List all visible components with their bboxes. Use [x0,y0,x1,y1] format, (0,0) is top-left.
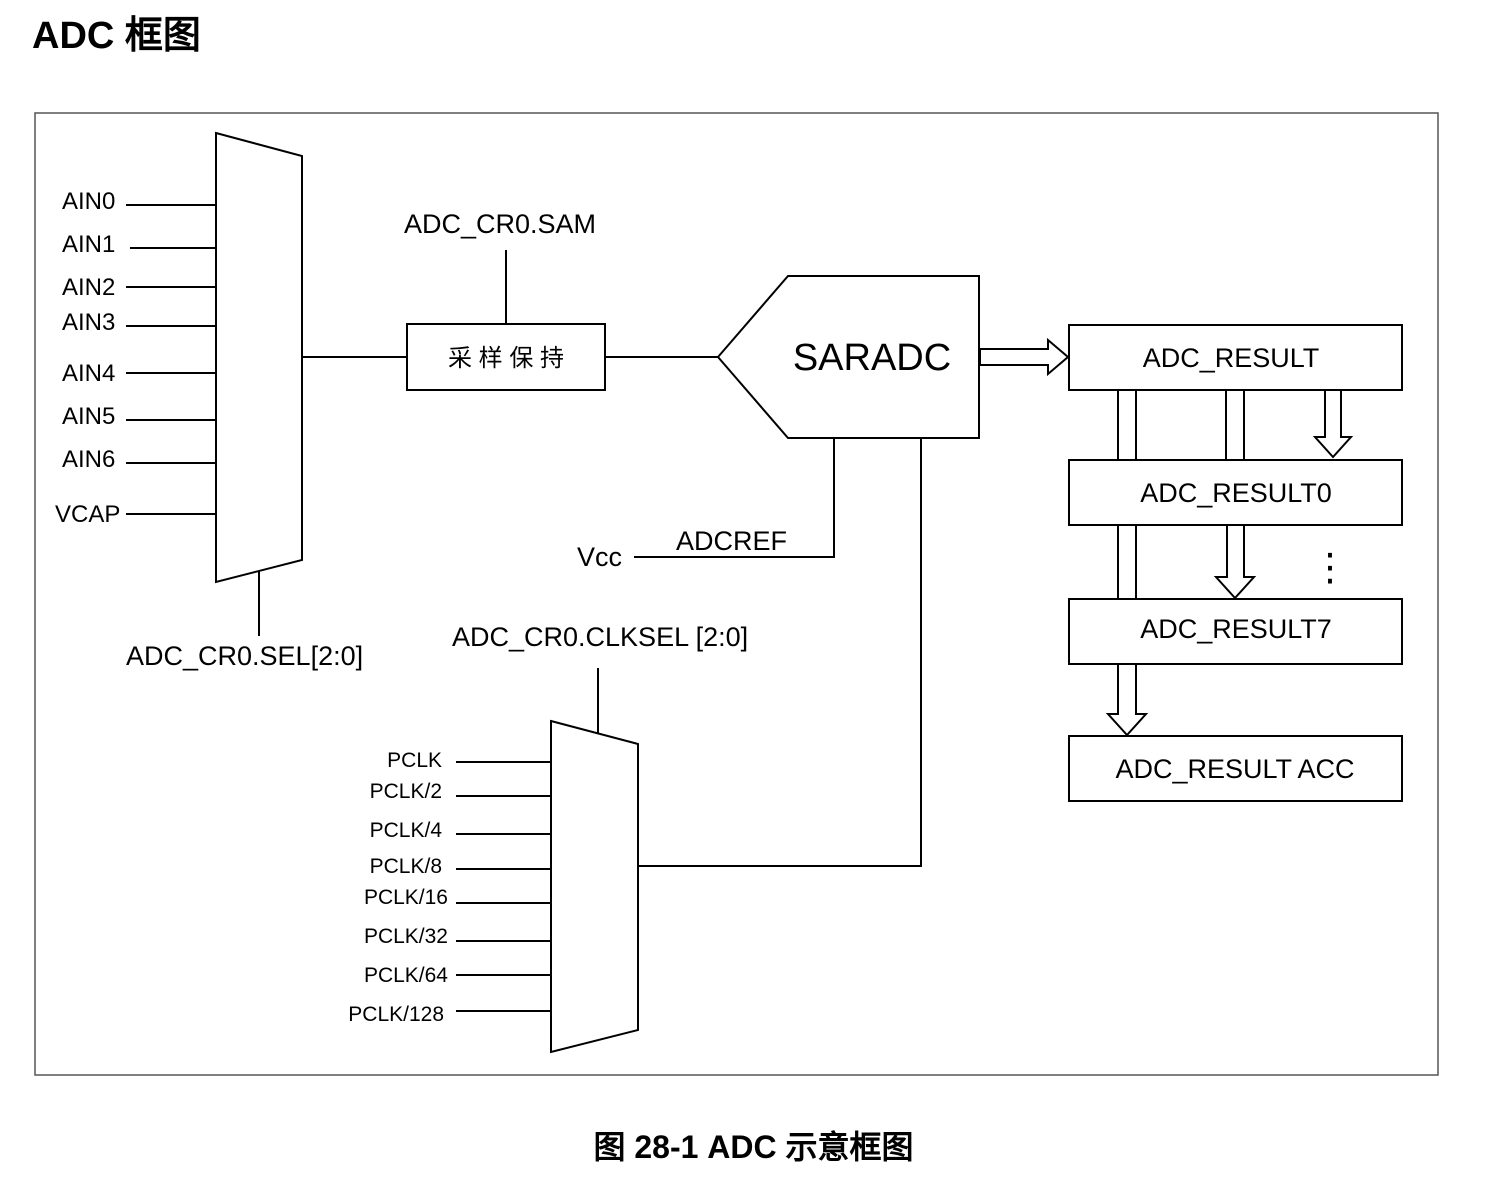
clock-mux [550,719,639,1054]
sample-hold-label: 采 样 保 持 [448,345,564,372]
clock-label-pclk-div4: PCLK/4 [370,819,443,842]
input-label-ain0: AIN0 [62,188,115,215]
adc-result-acc-box [1068,735,1403,802]
result-bus-middle [1225,389,1245,461]
clock-to-saradc-wire [638,438,922,867]
input-label-ain2: AIN2 [62,274,115,301]
input-mux-inputs: AIN0 AIN1 AIN2 AIN3 AIN4 AIN5 AIN6 VCAP [55,188,216,528]
input-mux [215,131,303,584]
result0-to-result7-arrow [1213,524,1257,600]
reference-label: ADCREF [676,526,787,556]
clock-label-pclk-div16: PCLK/16 [364,886,448,909]
input-label-ain4: AIN4 [62,360,115,387]
adc-result0-box [1068,459,1403,526]
adc-result-label: ADC_RESULT [1143,343,1320,373]
input-label-ain1: AIN1 [62,231,115,258]
clock-label-pclk-div128: PCLK/128 [348,1003,444,1026]
adc-result7-label: ADC_RESULT7 [1140,614,1332,644]
diagram-frame [34,112,1439,1076]
adc-result7-box [1068,598,1403,665]
clock-label-pclk-div32: PCLK/32 [364,925,448,948]
result-to-result0-arrow [1312,389,1354,459]
adcref-wire [634,438,835,558]
saradc-label: SARADC [793,337,951,379]
clock-label-pclk: PCLK [387,749,442,772]
input-label-ain5: AIN5 [62,403,115,430]
clock-mux-select-label: ADC_CR0.CLKSEL [2:0] [452,622,748,652]
clock-label-pclk-div64: PCLK/64 [364,964,448,987]
sample-hold-control-label: ADC_CR0.SAM [404,209,596,239]
saradc-to-result-arrow [979,337,1070,377]
clock-label-pclk-div2: PCLK/2 [370,780,442,803]
clock-mux-inputs: PCLK PCLK/2 PCLK/4 PCLK/8 PCLK/16 PCLK/3… [348,749,551,1026]
reference-supply-label: Vcc [577,542,622,572]
input-label-ain3: AIN3 [62,309,115,336]
input-label-vcap: VCAP [55,501,120,528]
input-label-ain6: AIN6 [62,446,115,473]
adc-result-box [1068,324,1403,391]
figure-caption: 图 28-1 ADC 示意框图 [593,1129,914,1165]
page-title: ADC 框图 [32,15,201,57]
result7-to-acc-arrow [1105,663,1149,737]
result0-bus-left [1117,524,1137,600]
result-bus-left [1117,389,1137,461]
adc-result0-label: ADC_RESULT0 [1140,478,1332,508]
input-mux-select-label: ADC_CR0.SEL[2:0] [126,641,363,671]
adc-result-acc-label: ADC_RESULT ACC [1115,754,1354,784]
sample-hold-box [406,323,606,391]
clock-label-pclk-div8: PCLK/8 [370,855,442,878]
result-ellipsis: ⋮ [1311,547,1349,589]
